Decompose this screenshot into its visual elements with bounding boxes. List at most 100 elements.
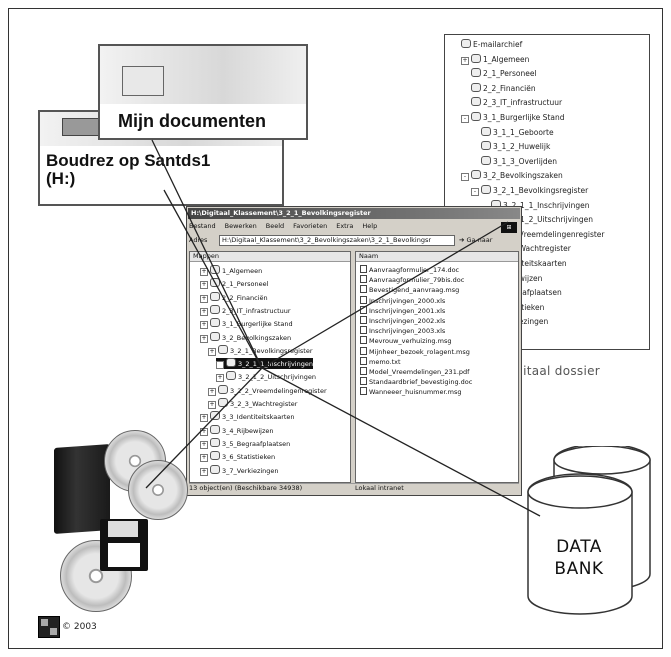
folder-row[interactable]: +3_2_3_Wachtregister bbox=[208, 398, 297, 409]
expand-toggle-icon[interactable]: + bbox=[200, 414, 208, 423]
menu-item[interactable]: Help bbox=[362, 222, 378, 230]
tree-node[interactable]: 3_1_2_Huwelijk bbox=[471, 141, 550, 151]
connector-dossier bbox=[261, 221, 509, 369]
tree-node[interactable]: E-mailarchief bbox=[451, 39, 522, 49]
expand-toggle-icon[interactable]: + bbox=[208, 401, 216, 409]
tree-node[interactable]: - 3_1_Burgerlijke Stand bbox=[461, 112, 565, 123]
tree-node[interactable]: +1_Algemeen bbox=[461, 53, 530, 65]
tree-node[interactable]: 3_1_3_Overlijden bbox=[471, 155, 557, 166]
tree-node-label: 3_1_Burgerlijke Stand bbox=[483, 113, 565, 122]
expand-toggle-icon[interactable]: - bbox=[461, 115, 469, 123]
folder-row[interactable]: +3_6_Statistieken bbox=[200, 451, 275, 463]
expand-toggle-icon[interactable]: + bbox=[216, 361, 224, 370]
tree-node[interactable]: 2_3_IT_infrastructuur bbox=[461, 97, 562, 107]
folder-row[interactable]: +3_2_Bevolkingszaken bbox=[200, 331, 292, 343]
folder-label: 2_3_IT_infrastructuur bbox=[222, 306, 291, 315]
address-field[interactable]: H:\Digitaal_Klassement\3_2_Bevolkingszak… bbox=[219, 235, 455, 246]
folder-row[interactable]: +3_7_Verkiezingen bbox=[200, 464, 279, 476]
file-icon bbox=[360, 367, 367, 375]
file-icon bbox=[360, 316, 367, 324]
folder-row[interactable]: +3_5_Begraafplaatsen bbox=[200, 437, 290, 449]
database-label: DATA BANK bbox=[554, 537, 604, 579]
expand-toggle-icon[interactable]: + bbox=[461, 56, 469, 65]
folder-label: 3_2_1_1_Inschrijvingen bbox=[238, 360, 313, 369]
connector-drive bbox=[163, 189, 263, 369]
tree-node[interactable]: 2_2_Financiën bbox=[461, 82, 536, 93]
file-row[interactable]: Aanvraagformulier_174.doc bbox=[360, 265, 459, 274]
file-row[interactable]: memo.txt bbox=[360, 356, 401, 366]
menu-item[interactable]: Extra bbox=[336, 222, 354, 230]
file-icon bbox=[360, 285, 367, 294]
folder-row[interactable]: +3_2_1_1_Inschrijvingen bbox=[216, 358, 313, 370]
expand-toggle-icon[interactable]: + bbox=[208, 387, 216, 396]
tree-node-label: 2_2_Financiën bbox=[483, 83, 536, 93]
tree-node[interactable]: 3_1_1_Geboorte bbox=[471, 126, 554, 137]
menu-item[interactable]: Favorieten bbox=[293, 222, 328, 230]
folder-icon bbox=[226, 371, 236, 381]
folder-icon bbox=[210, 318, 220, 328]
expand-toggle-icon[interactable]: + bbox=[200, 268, 208, 276]
folder-icon bbox=[210, 291, 220, 301]
menu-item[interactable]: Bestand bbox=[189, 222, 216, 230]
folder-row[interactable]: +2_3_IT_infrastructuur bbox=[200, 304, 291, 316]
folder-label: 2_1_Personeel bbox=[222, 280, 269, 289]
expand-toggle-icon[interactable]: + bbox=[200, 307, 208, 316]
expand-toggle-icon[interactable]: + bbox=[200, 467, 208, 476]
tree-node[interactable]: -3_2_1_Bevolkingsregister bbox=[471, 185, 588, 196]
file-icon bbox=[360, 265, 367, 273]
folder-icon bbox=[210, 331, 220, 341]
expand-toggle-icon[interactable]: + bbox=[200, 294, 208, 303]
folder-icon bbox=[210, 424, 220, 434]
go-button[interactable]: ➔ Ga naar bbox=[459, 236, 493, 244]
folder-icon bbox=[481, 155, 491, 165]
file-row[interactable]: Standaardbrief_bevestiging.doc bbox=[360, 377, 472, 386]
folder-label: 2_2_Financiën bbox=[222, 293, 268, 302]
tree-node[interactable]: -3_2_Bevolkingszaken bbox=[461, 170, 563, 182]
file-row[interactable]: Mijnheer_bezoek_rolagent.msg bbox=[360, 346, 470, 356]
tree-node-label: 3_1_3_Overlijden bbox=[493, 156, 557, 166]
expand-toggle-icon[interactable]: + bbox=[200, 454, 208, 463]
tree-node-label: 3_2_1_2_Uitschrijvingen bbox=[503, 215, 594, 225]
folder-row[interactable]: +3_2_1_2_Uitschrijvingen bbox=[216, 371, 316, 383]
folder-icon bbox=[218, 344, 228, 354]
folder-row[interactable]: +3_2_1_Bevolkingsregister bbox=[208, 344, 313, 356]
file-row[interactable]: Inschrijvingen_2003.xls bbox=[360, 326, 445, 335]
menu-item[interactable]: Bewerken bbox=[224, 222, 257, 230]
file-row[interactable]: Aanvraagformulier_79bis.doc bbox=[360, 275, 464, 284]
connector-mydocs bbox=[151, 139, 263, 369]
folder-icon bbox=[210, 464, 220, 474]
file-row[interactable]: Mevrouw_verhuizing.msg bbox=[360, 336, 451, 345]
expand-toggle-icon[interactable]: + bbox=[200, 281, 208, 290]
expand-toggle-icon[interactable]: + bbox=[200, 334, 208, 343]
folder-icon bbox=[481, 185, 491, 194]
folder-label: 3_2_Bevolkingszaken bbox=[222, 333, 292, 342]
logo-icon bbox=[38, 616, 60, 638]
folder-icon bbox=[471, 82, 481, 92]
menu-item[interactable]: Beeld bbox=[265, 222, 285, 230]
tree-node-label: 1_Algemeen bbox=[483, 54, 530, 64]
tree-node-label: 3_2_2_Vreemdelingenregister bbox=[493, 229, 605, 239]
file-row[interactable]: Bevestigend_aanvraag.msg bbox=[360, 285, 459, 294]
tree-node[interactable]: 2_1_Personeel bbox=[461, 68, 537, 78]
file-row[interactable]: Model_Vreemdelingen_231.pdf bbox=[360, 367, 469, 376]
file-row[interactable]: Inschrijvingen_2000.xls bbox=[360, 295, 445, 305]
folder-row[interactable]: +2_2_Financiën bbox=[200, 291, 268, 303]
file-row[interactable]: Inschrijvingen_2002.xls bbox=[360, 316, 445, 325]
folder-row[interactable]: +3_2_2_Vreemdelingenregister bbox=[208, 384, 327, 396]
folder-label: 3_7_Verkiezingen bbox=[222, 466, 279, 475]
file-name: Wanneeer_huisnummer.msg bbox=[369, 388, 462, 397]
expand-toggle-icon[interactable]: + bbox=[200, 440, 208, 449]
folder-icon bbox=[481, 126, 491, 136]
file-row[interactable]: Wanneeer_huisnummer.msg bbox=[360, 387, 461, 396]
expand-toggle-icon[interactable]: - bbox=[461, 173, 469, 182]
expand-toggle-icon[interactable]: + bbox=[216, 374, 224, 383]
expand-toggle-icon[interactable]: + bbox=[200, 321, 208, 330]
tree-node-label: 3_1_1_Geboorte bbox=[493, 127, 554, 137]
file-name: Aanvraagformulier_79bis.doc bbox=[369, 276, 465, 285]
tree-node-label: 3_3_Identiteitskaarten bbox=[483, 259, 567, 268]
expand-toggle-icon[interactable]: - bbox=[471, 188, 479, 196]
expand-toggle-icon[interactable]: + bbox=[208, 347, 216, 356]
folder-row[interactable]: +3_1_Burgerlijke Stand bbox=[200, 318, 293, 330]
folder-icon bbox=[210, 451, 220, 461]
file-name: Aanvraagformulier_174.doc bbox=[369, 266, 460, 274]
